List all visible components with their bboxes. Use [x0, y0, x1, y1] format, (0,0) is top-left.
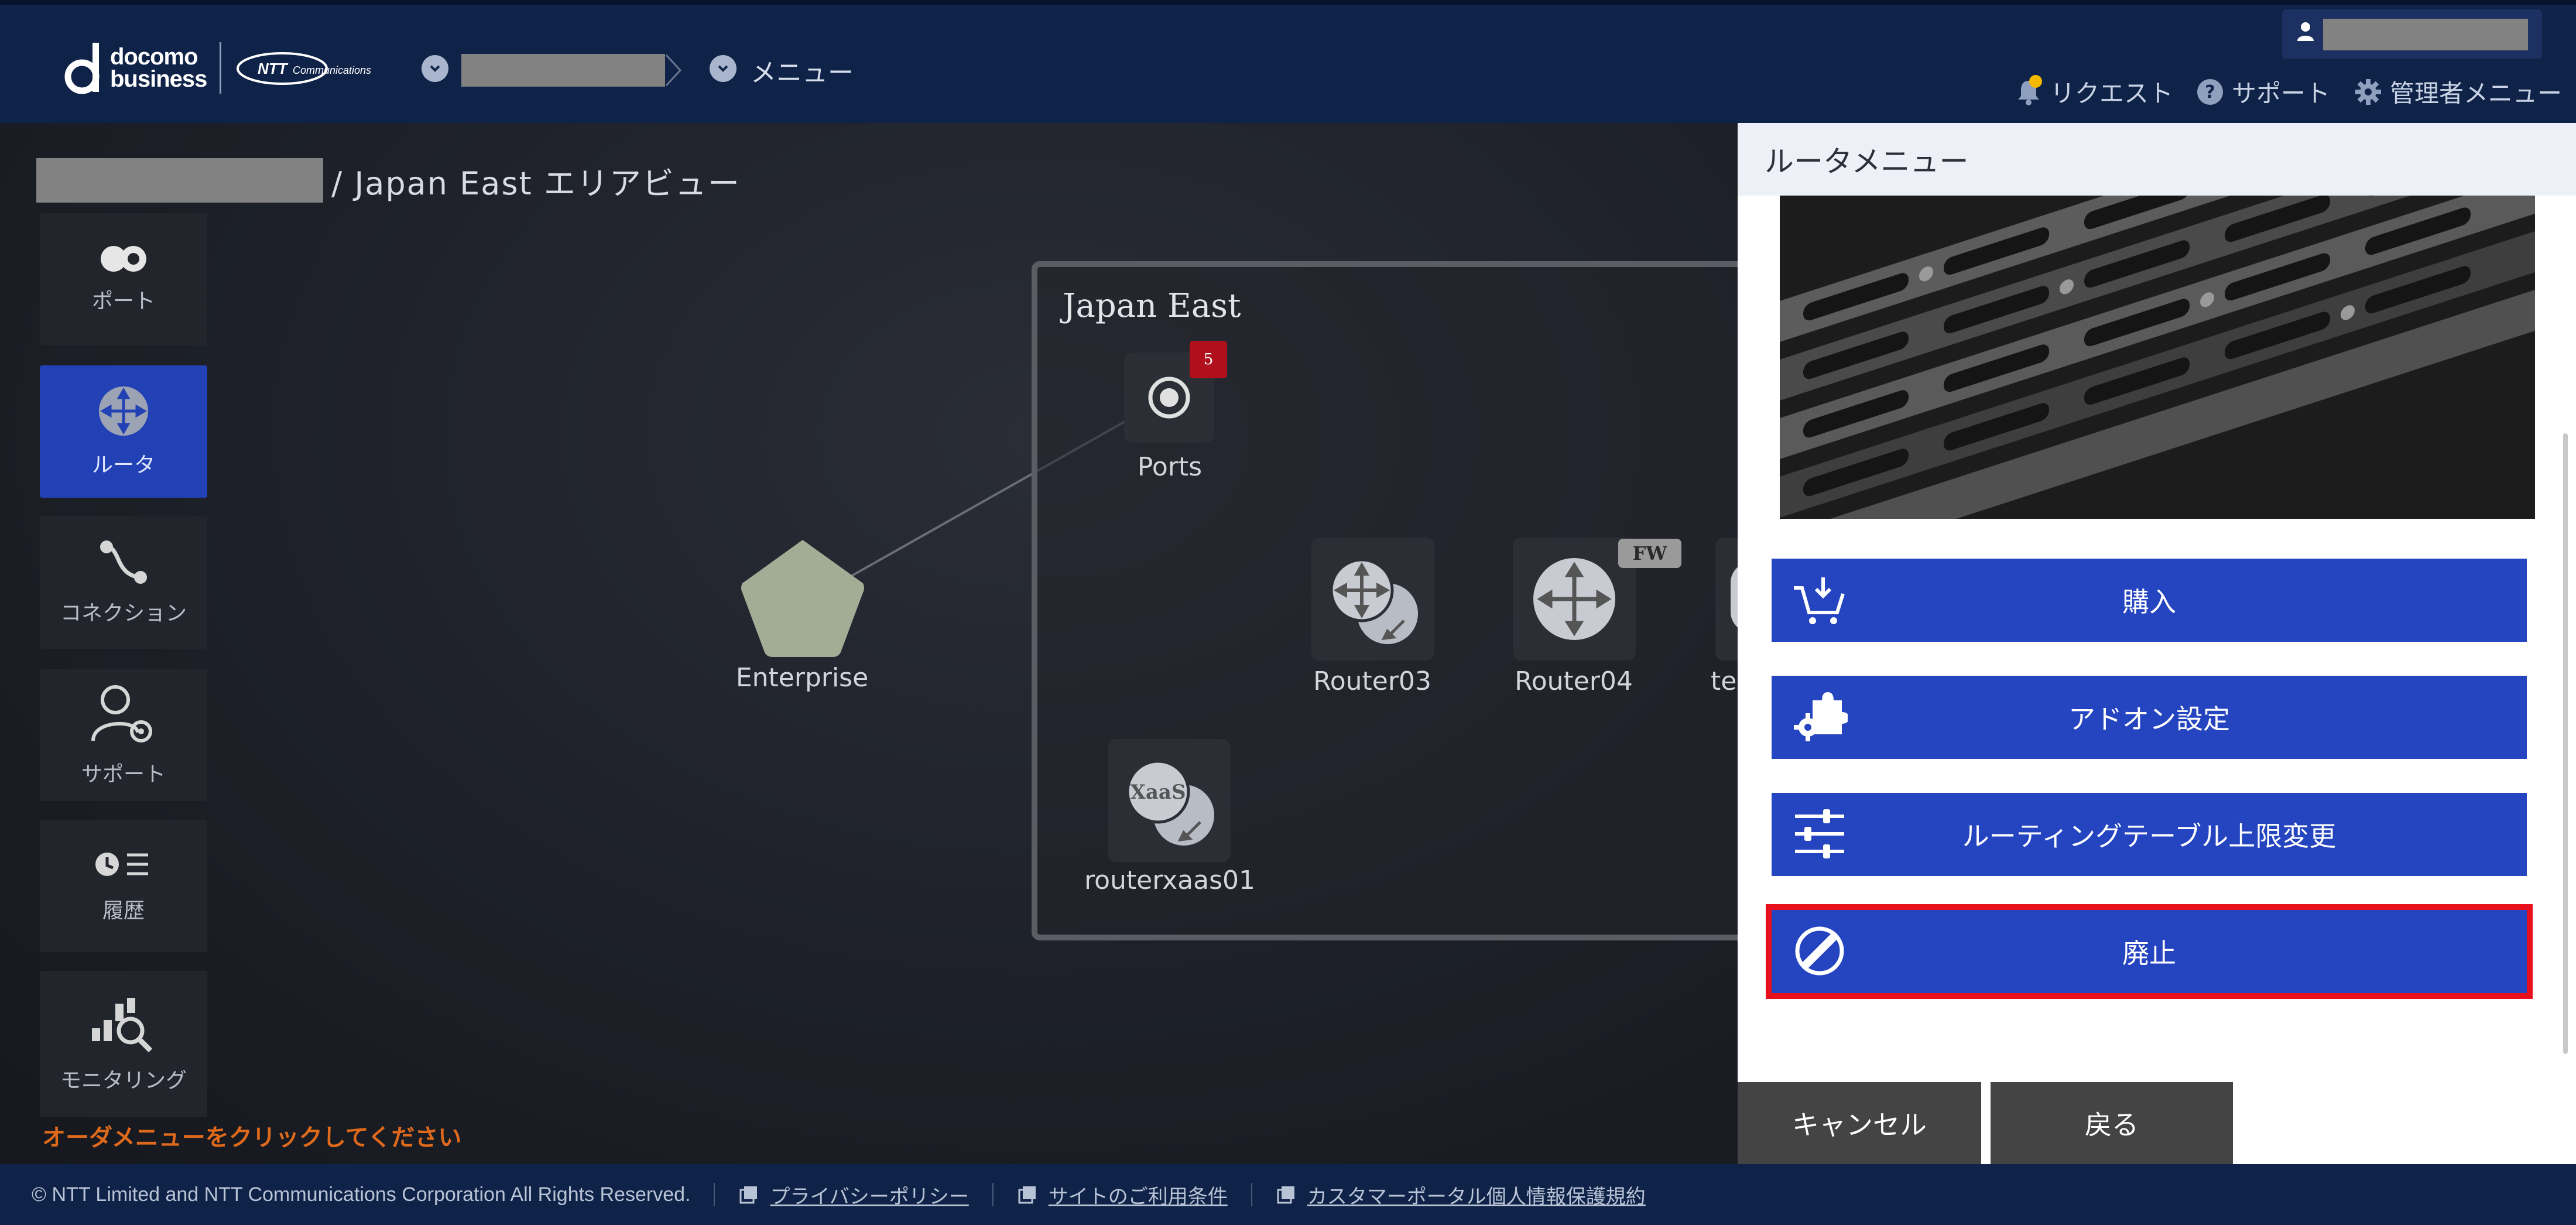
top-header: docomo business NTT Communications メニュー … — [0, 0, 2576, 123]
back-button[interactable]: 戻る — [1991, 1082, 2233, 1164]
ports-label: Ports — [1137, 452, 1203, 482]
request-link[interactable]: リクエスト — [2014, 74, 2173, 110]
enterprise-pentagon-icon[interactable] — [739, 536, 866, 661]
sidebar-item-label: サポート — [81, 762, 166, 786]
port-circle-icon — [1148, 377, 1190, 419]
router-icon — [1533, 558, 1615, 640]
router03-node[interactable] — [1311, 538, 1434, 661]
cancel-button[interactable]: キャンセル — [1738, 1082, 1981, 1164]
breadcrumb-arrow-icon — [665, 54, 681, 87]
addon-settings-button[interactable]: アドオン設定 — [1772, 676, 2527, 759]
area-name: Japan East — [1063, 287, 1241, 325]
panel-title: ルータメニュー — [1738, 123, 2576, 196]
sidebar-item-label: コネクション — [60, 601, 187, 625]
request-label: リクエスト — [2050, 79, 2174, 108]
routerxaas01-label: routerxaas01 — [1084, 865, 1256, 895]
router-pair-icon — [1330, 558, 1418, 644]
copyright-text: © NTT Limited and NTT Communications Cor… — [32, 1183, 691, 1206]
sidebar-item-support[interactable]: サポート — [40, 669, 207, 801]
sidebar-item-port[interactable]: ポート — [40, 213, 207, 345]
addon-settings-label: アドオン設定 — [2068, 703, 2230, 735]
sidebar-item-router[interactable]: ルータ — [40, 365, 207, 498]
enterprise-label: Enterprise — [735, 663, 869, 693]
firewall-badge: FW — [1618, 539, 1681, 568]
external-link-icon — [739, 1186, 758, 1204]
svg-text:Communications: Communications — [293, 64, 371, 76]
brand-line2: business — [110, 66, 207, 92]
routerxaas01-node[interactable]: XaaS — [1108, 739, 1231, 862]
sidebar-item-label: 履歴 — [102, 899, 145, 923]
docomo-d-icon — [64, 40, 105, 96]
external-link-icon — [1018, 1186, 1036, 1204]
breadcrumb-chevron-icon[interactable] — [422, 55, 448, 82]
router03-label: Router03 — [1313, 666, 1431, 696]
svg-text:NTT: NTT — [258, 60, 289, 77]
router04-label: Router04 — [1515, 666, 1633, 696]
history-icon — [95, 853, 148, 876]
user-icon — [2297, 22, 2314, 41]
router-icon — [99, 386, 148, 436]
sliders-icon — [1795, 809, 1844, 858]
support-user-icon — [91, 685, 152, 742]
help-icon: ? — [2197, 78, 2223, 105]
svg-text:XaaS: XaaS — [1131, 781, 1186, 804]
xaas-router-icon: XaaS — [1126, 759, 1214, 846]
gear-icon — [2355, 78, 2381, 105]
page-title-text: / Japan East エリアビュー — [331, 165, 741, 202]
router04-node[interactable] — [1513, 538, 1636, 661]
title-redacted-tenant — [36, 158, 323, 203]
partial-router-label: te — [1711, 666, 1737, 696]
sidebar-item-label: モニタリング — [60, 1069, 187, 1093]
sidebar-item-label: ルータ — [91, 453, 155, 477]
area-view-canvas[interactable]: / Japan East エリアビュー ポート ルータ コネクション サポート … — [0, 123, 1738, 1164]
prohibit-icon — [1795, 926, 1844, 976]
sidebar-item-connection[interactable]: コネクション — [40, 516, 207, 649]
docomo-business-logo[interactable]: docomo business NTT Communications — [64, 39, 395, 97]
external-link-icon — [1277, 1186, 1294, 1204]
user-name-redacted — [2323, 19, 2528, 50]
puzzle-gear-icon — [1794, 692, 1848, 741]
router-menu-panel: ルータメニュー 購入 アドオン設 — [1738, 123, 2576, 1164]
admin-menu-label: 管理者メニュー — [2390, 79, 2563, 108]
admin-menu-link[interactable]: 管理者メニュー — [2354, 74, 2562, 110]
sidebar-item-label: ポート — [91, 289, 155, 313]
purchase-label: 購入 — [2122, 586, 2176, 618]
support-label: サポート — [2232, 79, 2331, 108]
routing-table-limit-button[interactable]: ルーティングテーブル上限変更 — [1772, 793, 2527, 876]
cart-icon — [1794, 577, 1845, 624]
connection-icon — [100, 540, 147, 584]
order-menu-hint: オーダメニューをクリックしてください — [42, 1124, 462, 1151]
customer-privacy-link[interactable]: カスタマーポータル個人情報保護規約 — [1276, 1180, 1646, 1209]
breadcrumb-redacted-tenant[interactable] — [461, 54, 665, 87]
page-title: / Japan East エリアビュー — [36, 158, 741, 203]
terms-of-use-link[interactable]: サイトのご利用条件 — [1017, 1180, 1228, 1209]
menu-chevron-icon[interactable] — [710, 55, 737, 82]
ntt-communications-logo: NTT Communications — [237, 52, 371, 85]
privacy-policy-link[interactable]: プライバシーポリシー — [738, 1180, 969, 1209]
breadcrumb-menu[interactable]: メニュー — [751, 58, 854, 88]
decommission-button[interactable]: 廃止 — [1766, 904, 2533, 999]
brand-line1: docomo — [110, 44, 198, 70]
server-rack-image — [1780, 196, 2535, 519]
footer: © NTT Limited and NTT Communications Cor… — [0, 1164, 2576, 1225]
support-link[interactable]: ? サポート — [2195, 74, 2330, 110]
sidebar-item-history[interactable]: 履歴 — [40, 820, 207, 952]
partial-router-node[interactable] — [1715, 538, 1738, 661]
user-account-box[interactable] — [2282, 9, 2542, 59]
ports-count-badge: 5 — [1190, 341, 1227, 378]
port-icon — [101, 246, 146, 272]
monitoring-icon — [92, 998, 153, 1053]
panel-scrollbar[interactable] — [2563, 433, 2568, 1054]
sidebar-item-monitoring[interactable]: モニタリング — [40, 971, 207, 1117]
decommission-label: 廃止 — [2122, 937, 2176, 969]
svg-text:?: ? — [2205, 82, 2215, 102]
routing-table-limit-label: ルーティングテーブル上限変更 — [1962, 820, 2337, 852]
logo-divider — [220, 42, 222, 94]
bell-icon — [2014, 74, 2043, 107]
purchase-button[interactable]: 購入 — [1772, 559, 2527, 642]
